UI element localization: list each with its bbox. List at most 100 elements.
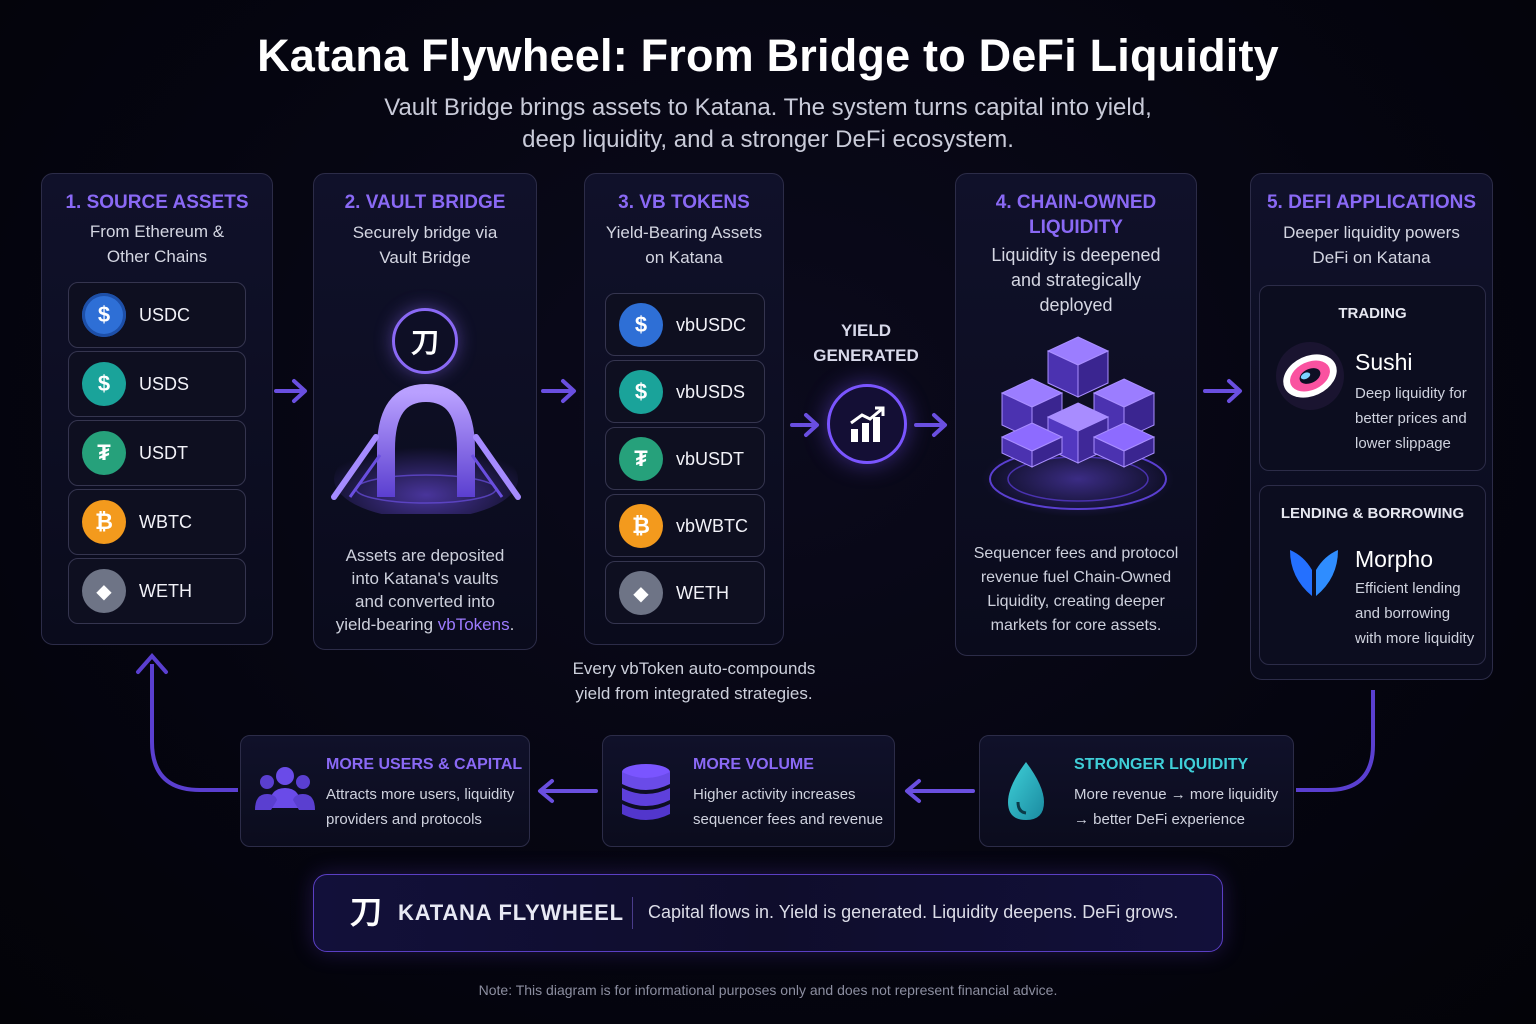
card-trading[interactable]: TRADING Sushi Deep liquidity for better …	[1259, 285, 1486, 471]
loop-line-defi-to-liquidity	[1296, 690, 1375, 792]
token-vbusds[interactable]: $ vbUSDS	[605, 360, 765, 423]
usdt-icon: ₮	[619, 437, 663, 481]
footer-brand: KATANA FLYWHEEL	[398, 900, 624, 925]
panel-vb-tokens: 3. VB TOKENS Yield-Bearing Assets on Kat…	[584, 173, 784, 645]
bridge-sub-1: Securely bridge via	[352, 223, 498, 242]
bridge-desc-3: and converted into	[355, 592, 495, 611]
token-usds[interactable]: $ USDS	[68, 351, 246, 417]
col-heading-1: 4. CHAIN-OWNED	[995, 192, 1157, 213]
stronger-liquidity-l1: More revenue → more liquidity	[1074, 786, 1279, 803]
token-vbwbtc[interactable]: ₿ vbWBTC	[605, 494, 765, 557]
col-desc-4: markets for core assets.	[990, 617, 1162, 634]
token-usdt[interactable]: ₮ USDT	[68, 420, 246, 486]
token-label: WETH	[676, 583, 729, 603]
loop-arrow-head-up	[136, 652, 168, 674]
token-vbusdt[interactable]: ₮ vbUSDT	[605, 427, 765, 490]
col-desc-2: revenue fuel Chain-Owned	[980, 569, 1172, 586]
col-sub-1: Liquidity is deepened	[991, 245, 1161, 265]
yield-chart-icon	[827, 384, 907, 464]
arrow-right-icon	[274, 379, 307, 403]
col-desc-1: Sequencer fees and protocol	[973, 545, 1179, 562]
token-label: WBTC	[139, 512, 192, 532]
bridge-desc-2: into Katana's vaults	[351, 569, 499, 588]
trading-title: TRADING	[1338, 305, 1407, 322]
token-label: vbUSDT	[676, 449, 745, 469]
footer-divider	[632, 897, 633, 929]
page-title: Katana Flywheel: From Bridge to DeFi Liq…	[257, 30, 1279, 81]
sushi-desc-2: better prices and	[1355, 410, 1467, 427]
arrow-right-icon	[790, 413, 819, 437]
usdc-icon: $	[82, 293, 126, 337]
disclaimer-note: Note: This diagram is for informational …	[478, 982, 1058, 998]
vb-sub-2: on Katana	[645, 248, 723, 267]
katana-flywheel-banner: 刀 KATANA FLYWHEEL Capital flows in. Yiel…	[313, 874, 1223, 952]
morpho-desc-2: and borrowing	[1355, 605, 1451, 622]
footer-tagline: Capital flows in. Yield is generated. Li…	[648, 902, 1179, 922]
col-sub-3: deployed	[1039, 295, 1113, 315]
token-label: USDS	[139, 374, 190, 394]
sushi-logo-icon	[1276, 342, 1344, 410]
col-sub-2: and strategically	[1010, 270, 1142, 290]
bridge-heading: 2. VAULT BRIDGE	[344, 192, 506, 213]
morpho-logo-icon	[1290, 550, 1338, 596]
bridge-desc-1: Assets are deposited	[345, 546, 505, 565]
panel-vault-bridge: 2. VAULT BRIDGE Securely bridge via Vaul…	[313, 173, 537, 650]
token-weth[interactable]: ◆ WETH	[68, 558, 246, 624]
arrow-right-icon	[1203, 379, 1242, 403]
sushi-desc-3: lower slippage	[1355, 435, 1451, 452]
page-subtitle: Vault Bridge brings assets to Katana. Th…	[318, 92, 1218, 156]
usds-icon: $	[82, 362, 126, 406]
bridge-desc-4: yield-bearing vbTokens.	[314, 613, 536, 636]
more-volume-title: MORE VOLUME	[693, 756, 814, 773]
panel-source-assets: 1. SOURCE ASSETS From Ethereum & Other C…	[41, 173, 273, 645]
token-label: vbWBTC	[676, 516, 748, 536]
token-vbweth[interactable]: ◆ WETH	[605, 561, 765, 624]
bridge-desc-4a: yield-bearing	[335, 615, 438, 634]
vb-caption-2: yield from integrated strategies.	[575, 684, 813, 703]
token-label: vbUSDC	[676, 315, 747, 335]
bridge-sub-2: Vault Bridge	[379, 248, 471, 267]
more-users-l1: Attracts more users, liquidity	[326, 786, 515, 803]
sushi-desc-1: Deep liquidity for	[1355, 385, 1467, 402]
more-volume-l2: sequencer fees and revenue	[693, 811, 884, 828]
col-heading-2: LIQUIDITY	[1029, 217, 1123, 238]
growth-chart-icon	[850, 406, 885, 442]
loop-more-volume: MORE VOLUME Higher activity increases se…	[602, 735, 895, 847]
arrow-left-icon	[538, 779, 598, 803]
source-sub-2: Other Chains	[106, 247, 208, 266]
defi-sub-2: DeFi on Katana	[1312, 248, 1431, 267]
katana-logo-icon: 刀	[392, 308, 458, 374]
liquidity-cubes-icon	[982, 336, 1174, 517]
katana-logo-icon: 刀	[350, 894, 383, 930]
usds-icon: $	[619, 370, 663, 414]
eth-icon: ◆	[82, 569, 126, 613]
yield-label-2: GENERATED	[813, 346, 919, 365]
users-group-icon	[255, 767, 315, 810]
water-drop-icon	[1008, 762, 1044, 820]
token-wbtc[interactable]: ₿ WBTC	[68, 489, 246, 555]
vb-sub-1: Yield-Bearing Assets	[605, 223, 763, 242]
vbtokens-highlight: vbTokens	[437, 615, 510, 634]
arrow-right-icon	[541, 379, 576, 403]
yield-label-1: YIELD	[840, 321, 892, 340]
wbtc-icon: ₿	[82, 500, 126, 544]
loop-stronger-liquidity: STRONGER LIQUIDITY More revenue → more l…	[979, 735, 1294, 847]
card-lending[interactable]: LENDING & BORROWING Morpho Efficient len…	[1259, 485, 1486, 665]
defi-heading: 5. DEFI APPLICATIONS	[1266, 192, 1477, 213]
sushi-name: Sushi	[1355, 349, 1413, 375]
stronger-liquidity-title: STRONGER LIQUIDITY	[1074, 756, 1249, 773]
token-label: vbUSDS	[676, 382, 746, 402]
arrow-right-icon	[914, 413, 947, 437]
morpho-desc-1: Efficient lending	[1355, 580, 1461, 597]
token-usdc[interactable]: $ USDC	[68, 282, 246, 348]
token-label: USDC	[139, 305, 191, 325]
token-vbusdc[interactable]: $ vbUSDC	[605, 293, 765, 356]
source-sub-1: From Ethereum &	[89, 222, 225, 241]
loop-line-users-to-source	[150, 664, 238, 792]
vb-caption: Every vbToken auto-compounds yield from …	[544, 656, 844, 706]
more-users-title: MORE USERS & CAPITAL	[326, 756, 523, 773]
morpho-name: Morpho	[1355, 546, 1433, 572]
panel-chain-owned-liquidity: 4. CHAIN-OWNED LIQUIDITY Liquidity is de…	[955, 173, 1197, 656]
col-desc-3: Liquidity, creating deeper	[987, 593, 1165, 610]
